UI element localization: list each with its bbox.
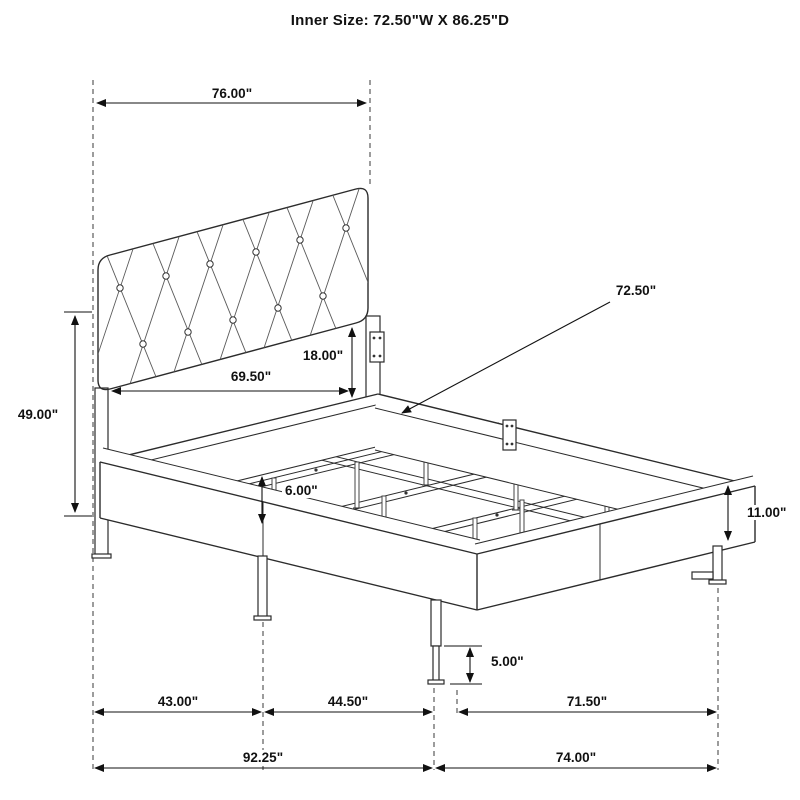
frame-legs [253, 545, 727, 685]
right-corner-leg [712, 545, 723, 583]
side-rail-leg [257, 555, 268, 619]
foot-corner-leg [430, 599, 442, 647]
dim-headboard-inner-width-label: 69.50" [227, 369, 275, 384]
dim-inner-width-label: 72.50" [612, 283, 660, 298]
dimension-lines [64, 99, 732, 772]
dim-segment-middle-label: 44.50" [324, 694, 372, 709]
dim-headboard-clearance-label: 18.00" [299, 348, 347, 363]
dim-headboard-height-label: 49.00" [14, 407, 62, 422]
dim-slat-leg-height-label: 6.00" [282, 483, 321, 498]
dim-segment-right-label: 71.50" [563, 694, 611, 709]
diagram-title: Inner Size: 72.50"W X 86.25"D [290, 12, 510, 29]
bed-frame-rails [99, 393, 756, 611]
mounting-brackets [369, 331, 517, 451]
dim-rail-height-label: 11.00" [744, 505, 790, 520]
dim-overall-depth-label: 74.00" [552, 750, 600, 765]
tufting-buttons [116, 224, 350, 348]
dim-headboard-width-label: 76.00" [208, 86, 256, 101]
extension-lines [92, 80, 719, 770]
dim-segment-left-label: 43.00" [154, 694, 202, 709]
dim-overall-width-label: 92.25" [239, 750, 287, 765]
inner-width-leader [401, 301, 611, 414]
dim-foot-leg-height-label: 5.00" [488, 654, 527, 669]
